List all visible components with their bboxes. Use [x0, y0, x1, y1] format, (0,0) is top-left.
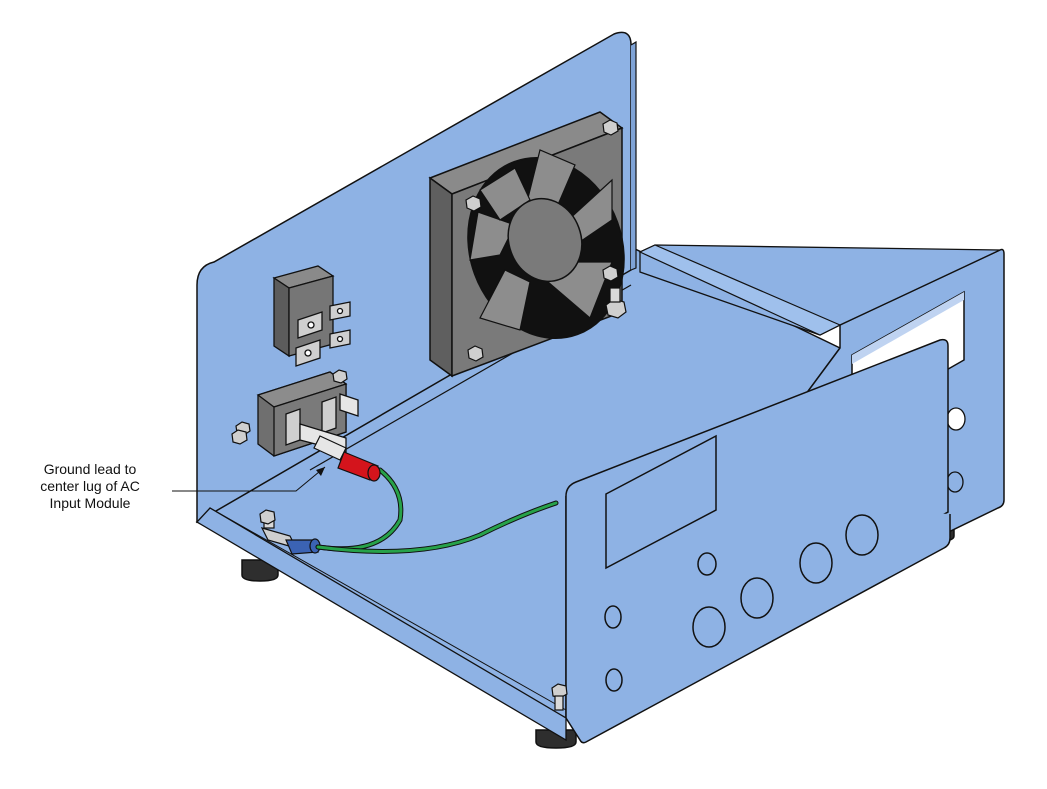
- fan-icon: [428, 111, 625, 378]
- front-panel-holes: [604, 514, 879, 692]
- relay-icon: [272, 265, 351, 367]
- hex-nut-icon: [551, 683, 568, 711]
- fan-screws: [465, 119, 627, 362]
- ac-input-module-icon: [256, 371, 359, 457]
- floor-front-lip: [195, 507, 567, 742]
- callout-line-3: Input Module: [49, 495, 131, 511]
- callout-leader: [172, 466, 326, 492]
- ground-wire: [315, 467, 559, 554]
- callout-line-2: center lug of AC: [40, 478, 140, 494]
- ring-terminal-icon: [313, 435, 381, 482]
- display-window-cutout: [605, 434, 717, 570]
- hex-nut-icon: [231, 369, 348, 445]
- ring-terminal-icon: [285, 538, 321, 555]
- callout-line-1: Ground lead to: [43, 461, 137, 477]
- callout-label: Ground lead to center lug of AC Input Mo…: [10, 461, 170, 512]
